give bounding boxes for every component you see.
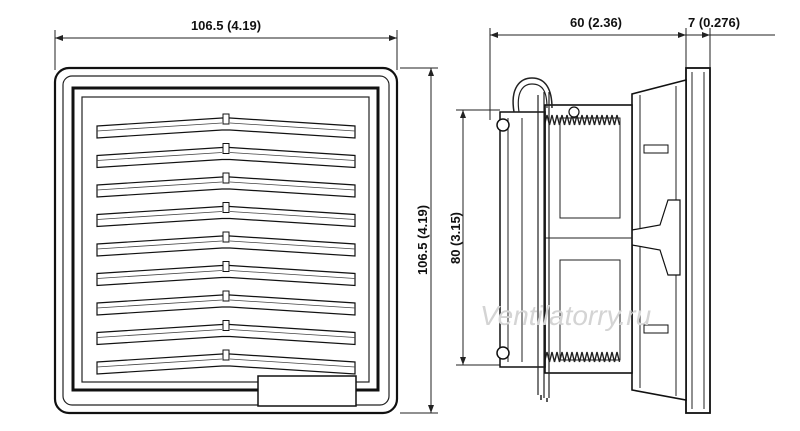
cable-loop [512,77,553,113]
louver-edge [96,181,356,191]
louver-hinge [222,261,230,272]
louver-edge [96,122,356,132]
louver-hinge [222,290,230,302]
louver-hinge [222,349,230,361]
clip-upper [643,144,669,154]
louver-edge [96,358,356,368]
louver-set [96,113,356,375]
screw-lower-icon [496,346,510,360]
louver-edge [96,152,356,161]
louver-hinge [222,320,230,331]
fan-screw-icon [568,106,580,118]
front-height-dimension: 106.5 (4.19) [400,67,438,414]
louver-hinge [222,231,230,243]
louver-edge [96,329,356,338]
side-depth-label: 60 (2.36) [570,15,622,30]
latch [631,199,681,276]
side-depth-dimension: 60 (2.36) [489,15,687,120]
screw-upper-icon [496,118,510,132]
fan-dimension: 80 (3.15) [448,109,500,366]
louver-hinge [222,202,230,213]
fan-motor-upper [559,117,621,219]
grille-flange [685,67,711,414]
front-width-label: 106.5 (4.19) [191,18,261,33]
fan-motor-lower [559,259,621,361]
louver-hinge [222,113,230,125]
louver-edge [96,299,356,309]
filter-tab [257,375,357,407]
clip-lower [643,324,669,334]
front-view: 106.5 (4.19) 106.5 (4.19) [53,18,438,415]
louver-hinge [222,143,230,154]
flange-dimension: 7 (0.276) [686,15,775,70]
watermark: Ventilatorry.ru [480,300,652,331]
flange-label: 7 (0.276) [688,15,740,30]
louver-edge [96,211,356,220]
louver-edge [96,270,356,279]
louver-edge [96,240,356,250]
louver-hinge [222,172,230,184]
front-width-dimension: 106.5 (4.19) [54,18,398,70]
front-height-label: 106.5 (4.19) [415,205,430,275]
side-view: 60 (2.36) 7 (0.276) 80 (3.15) [448,15,775,414]
fan-size-label: 80 (3.15) [448,212,463,264]
